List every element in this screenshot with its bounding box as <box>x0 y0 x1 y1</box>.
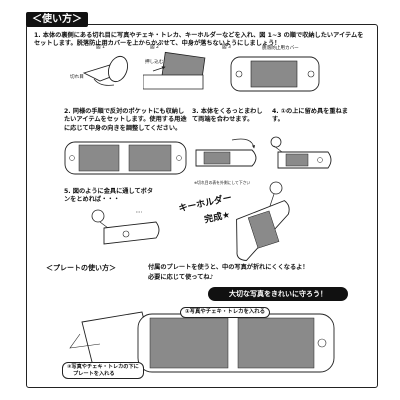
figure-2 <box>143 51 206 90</box>
fig3-label: 図 3 <box>222 45 231 50</box>
plate-label-2-line-2: プレートを入れる <box>73 370 115 377</box>
figure-3 <box>230 56 320 92</box>
step-2-text: 2. 同様の手順で反対のポケットにも収納したいアイテムをセットします。使用する用… <box>64 108 187 132</box>
figure-1 <box>82 55 129 86</box>
figure-step-4 <box>270 136 332 169</box>
figure-plate <box>69 311 335 379</box>
plate-label-1: ①写真やチェキ・トレカを入れる <box>180 307 271 318</box>
page-title: ＜使い方＞ <box>26 12 88 27</box>
fig2-sublabel: 押し込む <box>145 60 164 65</box>
fig1-label: 図 1 <box>96 45 105 50</box>
figure-keyholder-complete <box>236 181 290 261</box>
instruction-frame <box>26 24 378 388</box>
fig1-sublabel: 切れ目 <box>70 75 84 80</box>
plate-banner: 大切な写真をきれいに守ろう！ <box>208 287 348 301</box>
step-4-text: 4. ①の上に留め具を重ねます。 <box>272 108 348 124</box>
step-3-note: ※切れ目の表を外側にして下さい <box>194 180 251 185</box>
step-1-text: 1. 本体の裏側にある切れ目に写真やチェキ・トレカ、キーホルダーなどを入れ、図 … <box>34 32 364 48</box>
fig2-label: 図 2 <box>150 45 159 50</box>
plate-label-1-text: ①写真やチェキ・トレカを入れる <box>185 309 266 315</box>
figure-step-3 <box>195 138 257 167</box>
figure-step-5 <box>91 209 160 245</box>
plate-label-2-line-1: ②写真やチェキ・トレカの下に <box>67 364 139 370</box>
plate-label-2: ②写真やチェキ・トレカの下に プレートを入れる <box>62 362 144 380</box>
plate-heading: ＜プレートの使い方＞ <box>46 264 116 272</box>
fig3-sublabel: 脱落防止用カバー <box>262 46 299 51</box>
plate-banner-text: 大切な写真をきれいに守ろう！ <box>229 290 327 298</box>
step-5-text: 5. 図のように金具に通してボタンをとめれば・・・ <box>64 188 154 204</box>
plate-description-1: 付属のプレートを使うと、中の写真が折れにくくなるよ！ <box>148 264 309 271</box>
plate-description-2: 必要に応じて使ってね♪ <box>148 274 214 281</box>
step-3-text: 3. 本体をくるっとまわして両端を合わせます。 <box>192 108 263 124</box>
figure-step-2 <box>64 141 187 175</box>
